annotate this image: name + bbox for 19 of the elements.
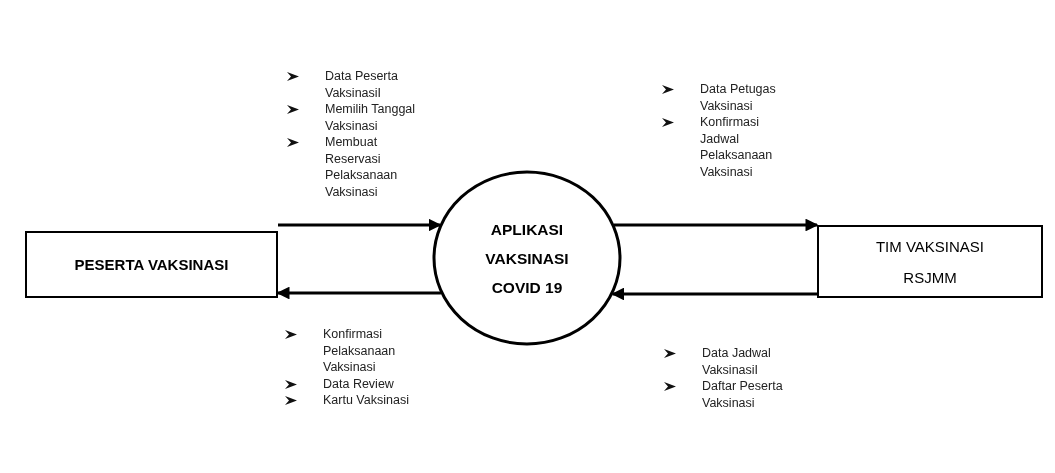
node-label: PESERTA VAKSINASI <box>73 256 230 273</box>
list-item-text: Kartu Vaksinasi <box>323 392 409 409</box>
list-item-text: Memilih Tanggal Vaksinasi <box>325 101 417 134</box>
arrow <box>611 287 817 301</box>
arrow <box>278 218 442 232</box>
node-label: TIM VAKSINASI RSJMM <box>874 236 986 288</box>
list-item-text: Data Peserta VaksinasiI <box>325 68 399 101</box>
list-item-text: Konfirmasi Pelaksanaan Vaksinasi <box>323 326 397 376</box>
list-item-text: Membuat Reservasi Pelaksanaan Vaksinasi <box>325 134 399 200</box>
list-item-text: Data Petugas Vaksinasi <box>700 81 777 114</box>
list-item-text: Konfirmasi Jadwal Pelaksanaan Vaksinasi <box>700 114 774 180</box>
entity-box <box>25 231 278 298</box>
entity-box <box>817 225 1043 298</box>
process-circle <box>432 170 622 346</box>
list-item-text: Data Jadwal VaksinasiI <box>702 345 772 378</box>
list-item-text: Daftar Peserta Vaksinasi <box>702 378 784 411</box>
arrow <box>614 218 819 232</box>
node-label: APLIKASI VAKSINASI COVID 19 <box>484 219 570 298</box>
list-item-text: Data Review <box>323 375 394 392</box>
